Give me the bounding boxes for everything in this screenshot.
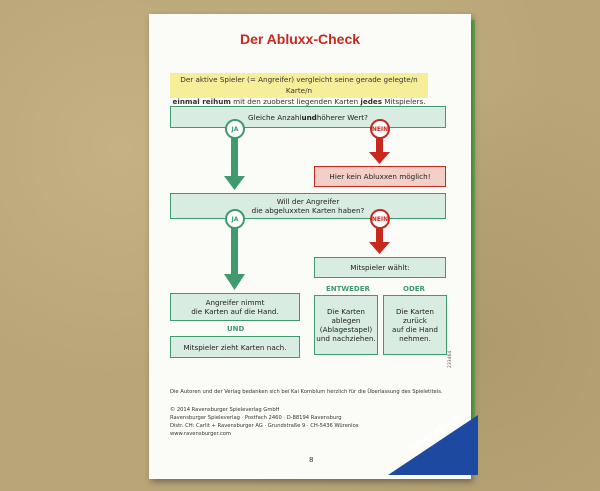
- arrow-ja-1: [231, 128, 238, 178]
- oder-label: ODER: [403, 285, 425, 293]
- nein-badge-1: NEIN: [370, 119, 390, 139]
- und-label: UND: [227, 325, 245, 333]
- intro-line-2: einmal reihum mit den zuoberst liegenden…: [172, 97, 426, 106]
- intro-line-1: Der aktive Spieler (= Angreifer) verglei…: [180, 75, 418, 95]
- arrow-nein-2-head: [369, 242, 390, 254]
- brand-triangle: [388, 415, 478, 475]
- intro-text: Der aktive Spieler (= Angreifer) verglei…: [170, 73, 428, 106]
- footer-distr: Distr. CH: Carlit + Ravensburger AG · Gr…: [170, 423, 359, 429]
- mitspieler-zieht-box: Mitspieler zieht Karten nach.: [170, 336, 300, 358]
- nein-badge-2: NEIN: [370, 209, 390, 229]
- footer-thanks: Die Autoren und der Verlag bedanken sich…: [170, 389, 443, 395]
- ravensburger-logo: Ravensburger: [388, 415, 478, 475]
- page-edge-strip: [471, 20, 475, 460]
- ja-badge-1: JA: [225, 119, 245, 139]
- angreifer-nimmt-box: Angreifer nimmt die Karten auf die Hand.: [170, 293, 300, 321]
- product-code: 233464: [448, 350, 453, 368]
- arrow-ja-2-head: [224, 274, 245, 290]
- arrow-nein-2: [376, 218, 383, 244]
- arrow-nein-1-head: [369, 152, 390, 164]
- footer-imprint: © 2014 Ravensburger Spieleverlag GmbH Ra…: [170, 406, 359, 438]
- option-ablegen-box: Die Karten ablegen (Ablagestapel) und na…: [314, 295, 378, 355]
- option-zurueck-box: Die Karten zurück auf die Hand nehmen.: [383, 295, 447, 355]
- page-title: Der Abluxx-Check: [239, 31, 361, 47]
- page-number: 8: [309, 456, 314, 464]
- arrow-ja-1-head: [224, 176, 245, 190]
- footer-web: www.ravensburger.com: [170, 431, 231, 437]
- arrow-ja-2: [231, 218, 238, 276]
- footer-copyright: © 2014 Ravensburger Spieleverlag GmbH: [170, 407, 280, 413]
- mitspieler-waehlt-box: Mitspieler wählt:: [314, 257, 446, 278]
- footer-address: Ravensburger Spieleverlag · Postfach 246…: [170, 415, 342, 421]
- question-2-box: Will der Angreifer die abgeluxxten Karte…: [170, 193, 446, 219]
- ja-badge-2: JA: [225, 209, 245, 229]
- entweder-label: ENTWEDER: [326, 285, 370, 293]
- question-1-box: Gleiche Anzahl und höherer Wert?: [170, 106, 446, 128]
- arrow-nein-1: [376, 128, 383, 154]
- no-abluxxen-box: Hier kein Abluxxen möglich!: [314, 166, 446, 187]
